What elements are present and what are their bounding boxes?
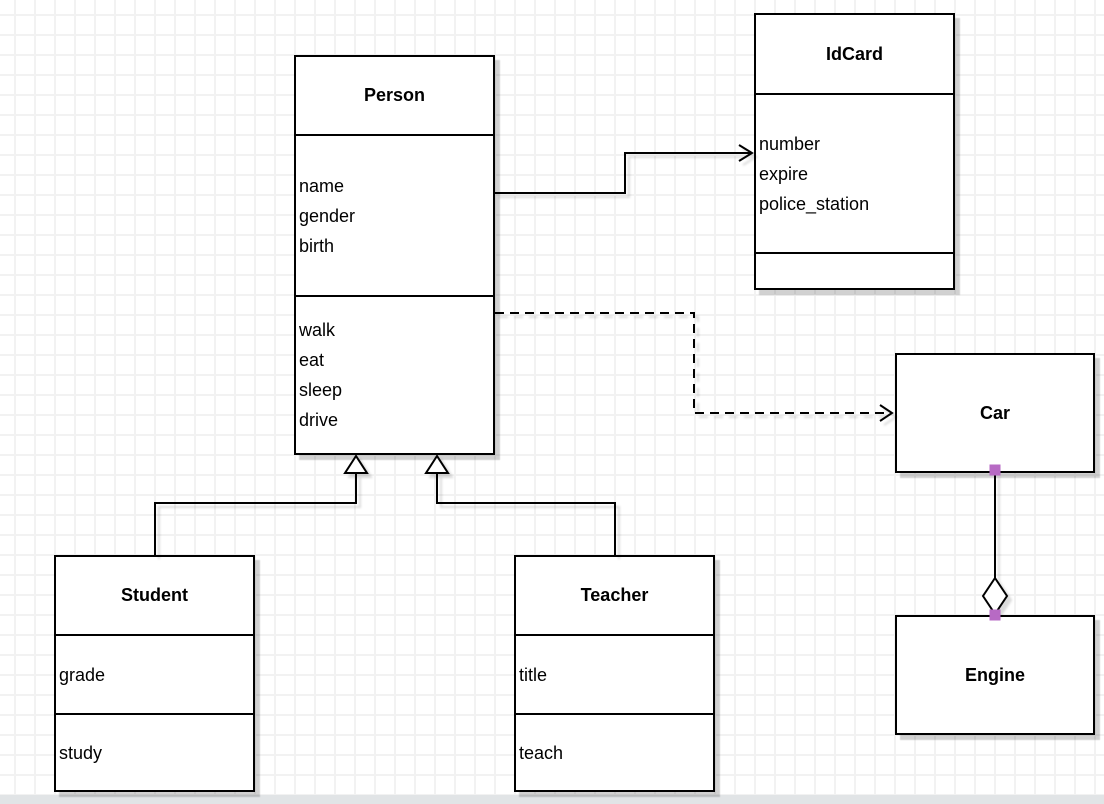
edge-dependency-person-car[interactable] bbox=[495, 312, 894, 422]
methods-section: teach bbox=[516, 715, 713, 790]
class-box-idcard[interactable]: IdCard number expire police_station bbox=[754, 13, 955, 290]
class-title: Person bbox=[296, 57, 493, 136]
attribute: grade bbox=[59, 664, 106, 685]
class-title: Student bbox=[56, 557, 253, 636]
edge-generalization-teacher-person[interactable] bbox=[424, 454, 616, 555]
method: study bbox=[59, 742, 103, 763]
method: teach bbox=[519, 742, 564, 763]
methods-section-empty bbox=[756, 254, 953, 288]
attribute: name bbox=[299, 175, 345, 196]
hollow-diamond-icon bbox=[981, 576, 1009, 616]
attribute: police_station bbox=[759, 193, 870, 214]
method: eat bbox=[299, 350, 325, 370]
class-box-engine[interactable]: Engine bbox=[895, 615, 1095, 735]
class-title: Teacher bbox=[516, 557, 713, 636]
class-title: IdCard bbox=[756, 15, 953, 95]
attributes-section: name gender birth bbox=[296, 136, 493, 297]
attributes-section: grade bbox=[56, 636, 253, 715]
attribute: birth bbox=[299, 235, 335, 256]
method: walk bbox=[299, 320, 336, 340]
open-arrow-icon bbox=[738, 144, 754, 162]
class-box-student[interactable]: Student grade study bbox=[54, 555, 255, 792]
hollow-triangle-icon bbox=[424, 454, 450, 474]
open-arrow-icon bbox=[879, 404, 894, 422]
horizontal-scrollbar-track[interactable] bbox=[0, 795, 1104, 804]
attribute: gender bbox=[299, 205, 356, 226]
attribute: expire bbox=[759, 163, 809, 184]
class-box-person[interactable]: Person name gender birth walk eat sleep … bbox=[294, 55, 495, 455]
class-title: Car bbox=[979, 402, 1010, 423]
edge-aggregation-car-engine[interactable] bbox=[981, 473, 1009, 616]
hollow-triangle-icon bbox=[343, 454, 369, 474]
attribute: number bbox=[759, 133, 821, 154]
method: drive bbox=[299, 410, 339, 430]
edge-association-person-idcard[interactable] bbox=[495, 144, 754, 194]
attribute: title bbox=[519, 664, 548, 685]
methods-section: walk eat sleep drive bbox=[296, 297, 493, 453]
edge-generalization-student-person[interactable] bbox=[154, 454, 369, 555]
methods-section: study bbox=[56, 715, 253, 790]
attributes-section: number expire police_station bbox=[756, 95, 953, 254]
method: sleep bbox=[299, 380, 343, 400]
class-box-teacher[interactable]: Teacher title teach bbox=[514, 555, 715, 792]
class-title: Engine bbox=[964, 664, 1025, 685]
attributes-section: title bbox=[516, 636, 713, 715]
class-box-car[interactable]: Car bbox=[895, 353, 1095, 473]
